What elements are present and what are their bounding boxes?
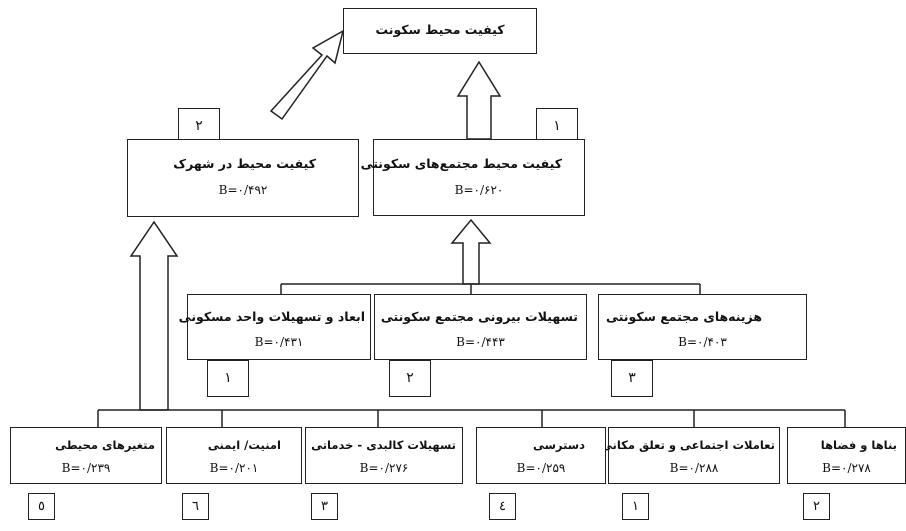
node-access: دسترسی B=۰/۲۵۹ (476, 427, 606, 484)
arrow-diagonal-goal (269, 29, 345, 121)
arrow-up-level2 (450, 218, 492, 285)
node-coefficient: B=۰/۴۰۳ (678, 335, 727, 349)
node-coefficient: B=۰/۴۳۱ (254, 335, 304, 349)
rank-tag-environmental-variables: ٥ (28, 493, 55, 520)
node-coefficient: B=۰/۲۷۶ (359, 461, 409, 475)
node-coefficient: B=۰/۴۹۲ (218, 183, 268, 197)
node-buildings-spaces: بناها و فضاها B=۰/۲۷۸ (787, 427, 906, 484)
rank-tag-social-interaction: ۱ (622, 493, 649, 520)
node-unit-dimensions: ابعاد و تسهیلات واحد مسکونی B=۰/۴۳۱ (179, 294, 371, 360)
node-safety: امنیت/ ایمنی B=۰/۲۰۱ (166, 427, 302, 484)
node-label: دسترسی (532, 438, 585, 452)
node-label: تسهیلات بیرونی مجتمع سکونتی (380, 309, 578, 324)
goal-label: کیفیت محیط سکونت (375, 22, 505, 37)
node-coefficient: B=۰/۲۰۱ (209, 461, 259, 475)
arrow-up-level3 (129, 220, 179, 411)
node-coefficient: B=۰/۶۲۰ (454, 183, 504, 197)
node-label: تسهیلات کالبدی - خدماتی (311, 438, 456, 452)
node-label: تعاملات اجتماعی و تعلق مکانی (600, 438, 775, 452)
node-label: کیفیت محیط در شهرک (173, 156, 316, 171)
rank-tag-safety: ٦ (182, 493, 209, 520)
node-label: امنیت/ ایمنی (207, 438, 281, 452)
node-coefficient: B=۰/۲۵۹ (516, 461, 566, 475)
arrow-up-goal (456, 60, 502, 140)
node-coefficient: B=۰/۲۷۸ (822, 461, 871, 475)
node-coefficient: B=۰/۲۳۹ (61, 461, 111, 475)
rank-tag-external-facilities: ۲ (389, 360, 431, 397)
node-label: متغیرهای محیطی (55, 438, 155, 452)
node-social-interaction: تعاملات اجتماعی و تعلق مکانی B=۰/۲۸۸ (601, 427, 780, 484)
node-town-quality: کیفیت محیط در شهرک B=۰/۴۹۲ (127, 139, 359, 217)
rank-tag-physical-services: ۳ (311, 493, 338, 520)
node-coefficient: B=۰/۲۸۸ (669, 461, 719, 475)
node-residential-complex-quality: کیفیت محیط مجتمع‌های سکونتی B=۰/۶۲۰ (361, 139, 585, 216)
rank-tag-access: ٤ (489, 493, 516, 520)
goal-box: کیفیت محیط سکونت (343, 8, 537, 54)
node-label: بناها و فضاها (820, 438, 897, 452)
node-physical-services: تسهیلات کالبدی - خدماتی B=۰/۲۷۶ (305, 427, 463, 484)
node-environmental-variables: متغیرهای محیطی B=۰/۲۳۹ (10, 427, 162, 484)
rank-tag-unit-dimensions: ۱ (207, 360, 249, 397)
node-complex-costs: هزینه‌های مجتمع سکونتی B=۰/۴۰۳ (598, 294, 807, 360)
node-label: ابعاد و تسهیلات واحد مسکونی (178, 309, 365, 324)
node-label: کیفیت محیط مجتمع‌های سکونتی (360, 156, 562, 171)
node-coefficient: B=۰/۴۴۳ (456, 335, 505, 349)
node-external-facilities: تسهیلات بیرونی مجتمع سکونتی B=۰/۴۴۳ (374, 294, 587, 360)
node-label: هزینه‌های مجتمع سکونتی (606, 309, 762, 324)
rank-tag-buildings-spaces: ۲ (803, 493, 830, 520)
rank-tag-complex-costs: ۳ (611, 360, 653, 397)
